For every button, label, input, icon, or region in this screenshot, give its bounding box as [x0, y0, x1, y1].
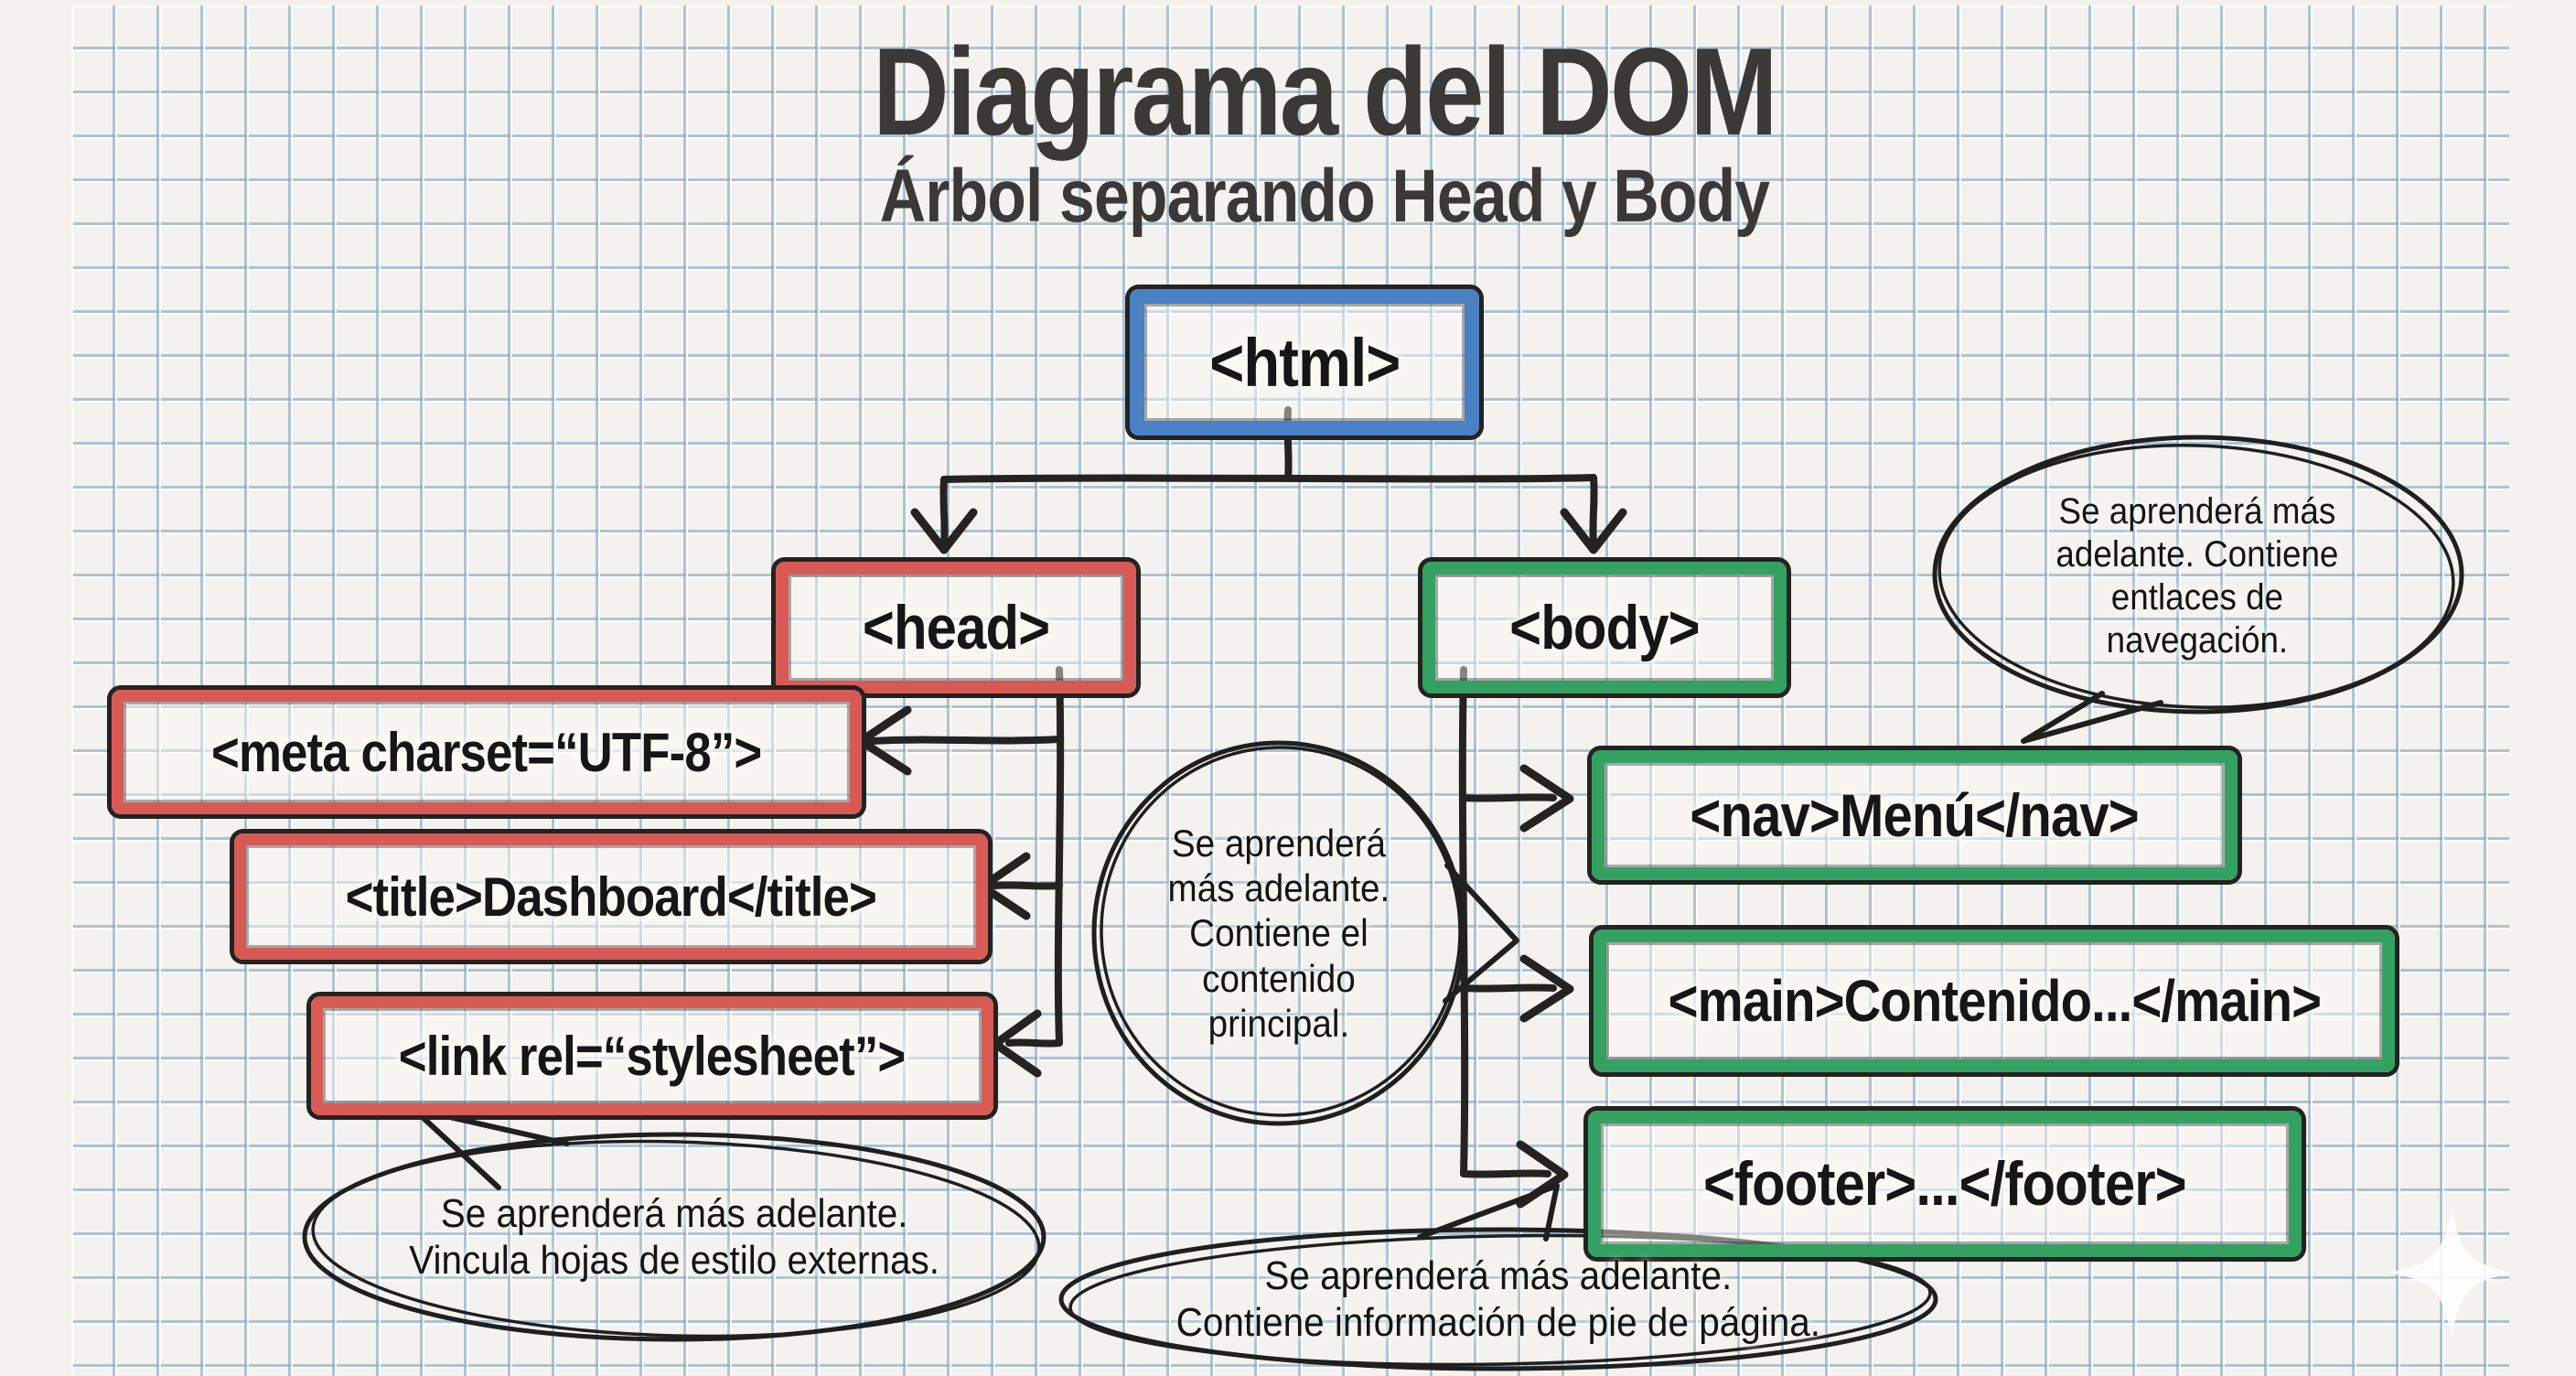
node-body-label: <body>: [1509, 593, 1700, 662]
arrowhead-down-body: [1560, 508, 1627, 554]
bubble-main-note-text: Se aprenderá más adelante. Contiene el c…: [1167, 822, 1390, 1045]
bubble-main-note-shape: [1091, 740, 1519, 1126]
bubble-footer-note: Se aprenderá más adelante. Contiene info…: [1084, 1242, 1913, 1356]
bubble-footer-note-shape: [1058, 1183, 1938, 1371]
bubble-link-note: Se aprenderá más adelante. Vincula hojas…: [322, 1177, 1026, 1297]
node-meta-label: <meta charset=“UTF-8”>: [211, 721, 762, 783]
page-subtitle-text: Árbol separando Head y Body: [879, 155, 1770, 238]
page-subtitle: Árbol separando Head y Body: [37, 154, 2576, 240]
connector-html-children: [910, 406, 1627, 554]
bubble-nav-note-shape: [1932, 435, 2464, 744]
page-title: Diagrama del DOM: [37, 20, 2576, 163]
arrowhead-right-nav: [1519, 764, 1574, 833]
node-body: <body>: [1422, 562, 1787, 693]
node-footer: <footer>...</footer>: [1588, 1111, 2302, 1257]
page-title-text: Diagrama del DOM: [873, 22, 1778, 161]
bubble-footer-note-text: Se aprenderá más adelante. Contiene info…: [1175, 1252, 1821, 1345]
node-main: <main>Contenido...</main>: [1594, 930, 2395, 1072]
bubble-main-note: Se aprenderá más adelante. Contiene el c…: [1114, 798, 1444, 1069]
bubble-nav-note: Se aprenderá más adelante. Contiene entl…: [1958, 450, 2437, 703]
node-footer-label: <footer>...</footer>: [1703, 1149, 2187, 1219]
node-title-tag-label: <title>Dashboard</title>: [345, 865, 877, 928]
node-nav: <nav>Menú</nav>: [1592, 750, 2238, 880]
node-link-label: <link rel=“stylesheet”>: [399, 1025, 906, 1087]
node-main-label: <main>Contenido...</main>: [1668, 968, 2321, 1034]
arrowhead-left-link: [991, 1009, 1042, 1078]
bubble-link-note-text: Se aprenderá más adelante. Vincula hojas…: [409, 1190, 939, 1283]
node-meta: <meta charset=“UTF-8”>: [112, 690, 862, 814]
arrowhead-right-main: [1519, 954, 1574, 1023]
node-head: <head>: [776, 562, 1136, 693]
node-head-label: <head>: [862, 593, 1050, 662]
arrowhead-down-head: [910, 508, 978, 554]
node-html: <html>: [1130, 289, 1479, 435]
node-link: <link rel=“stylesheet”>: [311, 996, 993, 1115]
sparkle-icon: [2389, 1209, 2514, 1336]
bubble-nav-note-text: Se aprenderá más adelante. Contiene entl…: [2055, 491, 2339, 661]
node-title-tag: <title>Dashboard</title>: [234, 833, 988, 960]
node-html-label: <html>: [1208, 324, 1401, 401]
node-nav-label: <nav>Menú</nav>: [1690, 781, 2140, 849]
